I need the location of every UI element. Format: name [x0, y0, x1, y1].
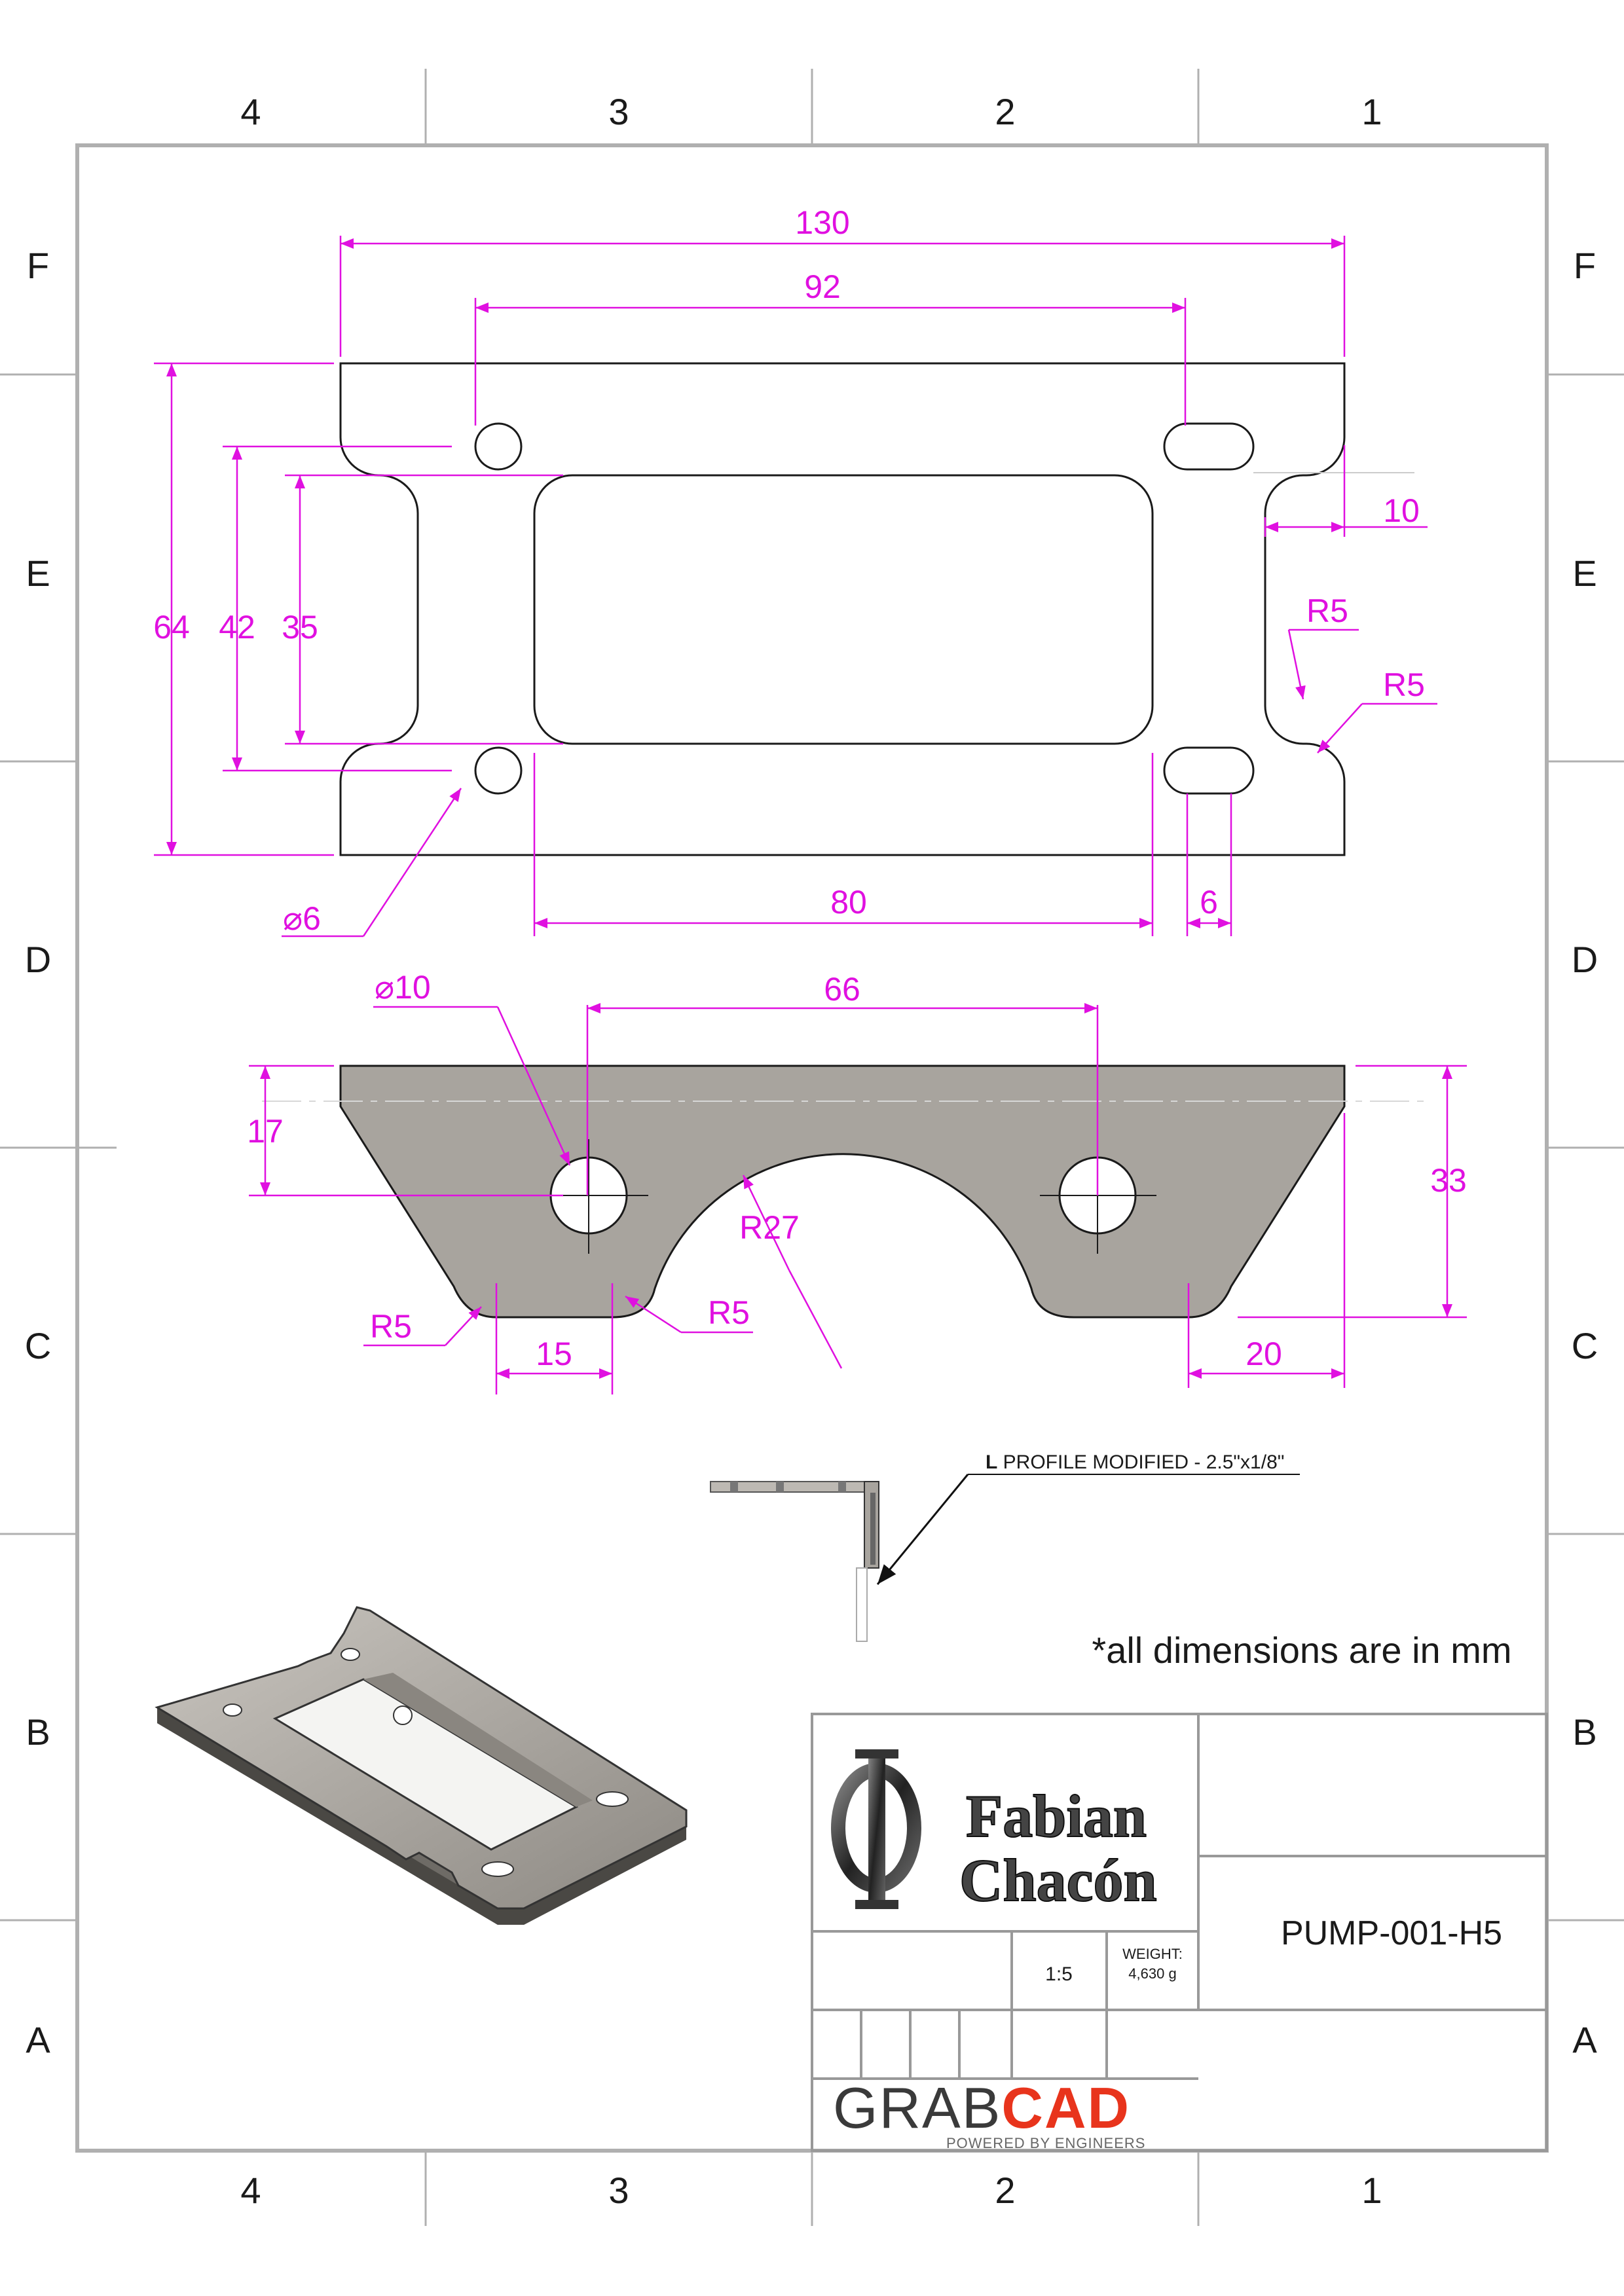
part-number: PUMP-001-H5 [1281, 1914, 1502, 1952]
dim-front-overall-height: 33 [1430, 1162, 1467, 1199]
dim-front-hole-spacing: 66 [824, 971, 860, 1008]
zone-left-b: B [26, 1711, 50, 1753]
zone-left-e: E [26, 553, 50, 594]
l-profile-detail: L PROFILE MODIFIED - 2.5"x1/8" [710, 1451, 1300, 1642]
dim-overall-height: 64 [153, 609, 190, 646]
zone-right-b: B [1572, 1711, 1596, 1753]
zone-right-f: F [1574, 245, 1596, 286]
zone-bottom-3: 3 [608, 2170, 629, 2211]
units-note: *all dimensions are in mm [1092, 1630, 1511, 1671]
zone-left-c: C [25, 1325, 51, 1366]
weight-label: WEIGHT: [1122, 1946, 1183, 1962]
zone-top-4: 4 [240, 91, 261, 132]
zone-right-d: D [1572, 939, 1598, 980]
dim-front-arc-radius: R27 [739, 1209, 800, 1246]
logo-last-name: Chacón [959, 1847, 1157, 1914]
grabcad-grab-text: GRABCAD [833, 2075, 1130, 2140]
isometric-view [155, 1606, 688, 1925]
dim-hole-spacing: 42 [219, 609, 255, 646]
grabcad-logo: GRABCAD POWERED BY ENGINEERS [833, 2075, 1145, 2151]
logo-first-name: Fabian [966, 1783, 1147, 1850]
zone-left-f: F [27, 245, 49, 286]
zone-top-1: 1 [1361, 91, 1382, 132]
profile-note: L PROFILE MODIFIED - 2.5"x1/8" [986, 1451, 1284, 1473]
dim-radius-a: R5 [1306, 592, 1348, 629]
zone-bottom-1: 1 [1361, 2170, 1382, 2211]
zone-top-3: 3 [608, 91, 629, 132]
title-block: Fabian Chacón PUMP-001-H5 1:5 WEIGHT: 4,… [811, 1713, 1548, 2152]
dim-overall-width: 130 [795, 204, 849, 241]
dim-slot-spacing: 92 [804, 268, 841, 305]
zone-right-c: C [1572, 1325, 1598, 1366]
front-view-body [339, 1065, 1346, 1319]
weight-value: 4,630 g [1128, 1965, 1176, 1982]
zone-right-a: A [1572, 2019, 1597, 2060]
dim-window-width: 80 [830, 884, 867, 920]
dim-hole-diameter: ⌀6 [283, 900, 321, 937]
scale-value: 1:5 [1045, 1963, 1073, 1985]
dim-notch-depth: 10 [1383, 492, 1420, 529]
dim-radius-b: R5 [1383, 666, 1425, 703]
dim-window-height: 35 [282, 609, 318, 646]
phi-logo-icon [831, 1749, 921, 1909]
dim-front-hole-height: 17 [247, 1113, 284, 1150]
dim-slot-width: 6 [1200, 884, 1218, 920]
dim-front-foot-right: 20 [1246, 1336, 1282, 1372]
dim-front-foot-left: 15 [536, 1336, 572, 1372]
front-view-dimensions: 66 ⌀10 17 33 R27 R5 R5 15 [247, 969, 1467, 1394]
zone-labels: 4 3 2 1 4 3 2 1 F E D C B A F E D C B A [25, 91, 1598, 2211]
zone-left-d: D [25, 939, 51, 980]
dim-front-radius-right: R5 [708, 1294, 750, 1331]
zone-left-a: A [26, 2019, 50, 2060]
zone-top-2: 2 [995, 91, 1015, 132]
dim-front-hole-diameter: ⌀10 [375, 969, 431, 1006]
zone-right-e: E [1572, 553, 1596, 594]
zone-bottom-2: 2 [995, 2170, 1015, 2211]
top-view-dimensions: 130 92 64 42 35 10 R5 [153, 204, 1437, 938]
top-view: 130 92 64 42 35 10 R5 [153, 204, 1437, 938]
top-slot-upper [1163, 422, 1255, 471]
front-view: 66 ⌀10 17 33 R27 R5 R5 15 [247, 969, 1467, 1394]
dim-front-radius-left: R5 [370, 1308, 412, 1345]
top-view-outline [339, 362, 1346, 856]
top-slot-lower [1163, 746, 1255, 795]
designer-logo: Fabian Chacón [831, 1749, 1158, 1914]
grabcad-tagline: POWERED BY ENGINEERS [946, 2135, 1145, 2151]
zone-bottom-4: 4 [240, 2170, 261, 2211]
